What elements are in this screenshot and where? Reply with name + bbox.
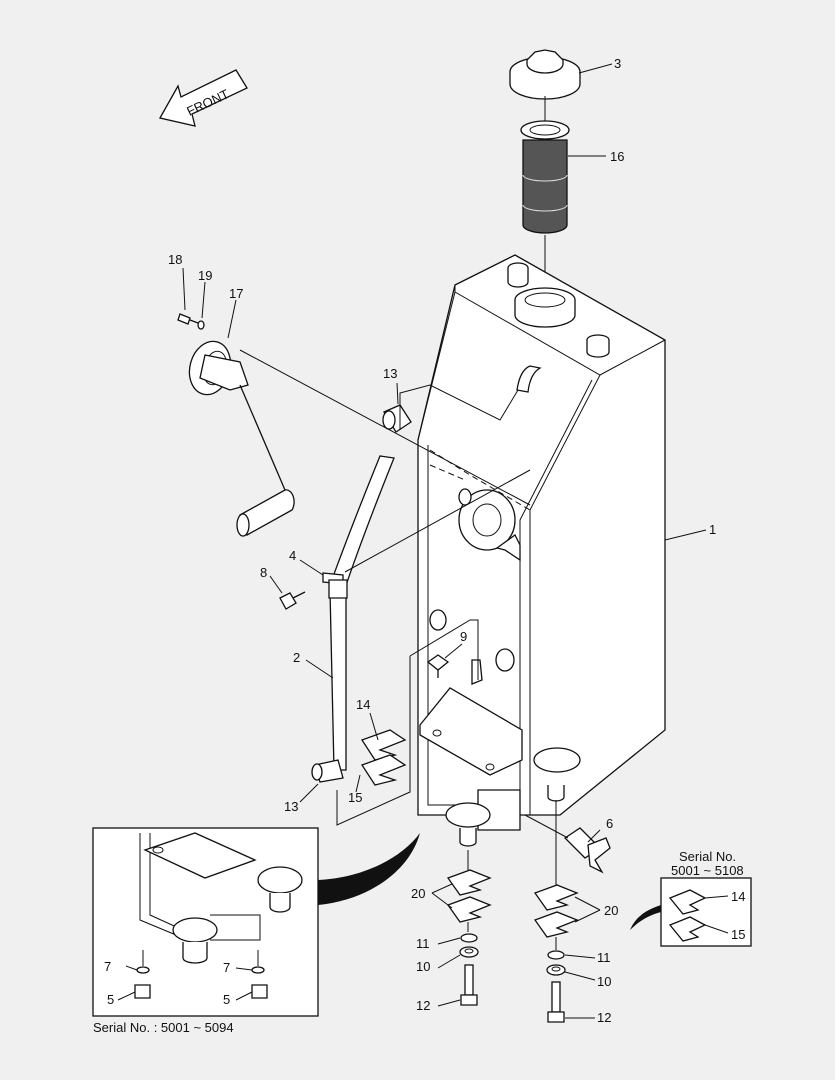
inset-left-caption: Serial No. : 5001 ~ 5094	[93, 1020, 234, 1035]
callout-20-left: 20	[411, 886, 425, 901]
fuel-level-sender	[188, 340, 295, 537]
inset-callout-14: 14	[731, 889, 745, 904]
inset-left-box	[92, 827, 420, 1017]
callout-5-left: 5	[107, 992, 114, 1007]
bolt-12-right	[547, 981, 565, 1023]
callout-3: 3	[614, 56, 621, 71]
callout-5-right: 5	[223, 992, 230, 1007]
callout-20-right: 20	[604, 903, 618, 918]
pipe-2	[328, 579, 348, 771]
callout-7-left: 7	[104, 959, 111, 974]
inset-right-title: Serial No.	[679, 849, 736, 864]
callout-11-left: 11	[416, 936, 430, 951]
inset-right-box	[630, 877, 752, 947]
washer-19	[197, 320, 205, 330]
callout-12-left: 12	[416, 998, 430, 1013]
callout-13-lower: 13	[284, 799, 298, 814]
inset-callout-15: 15	[731, 927, 745, 942]
callout-1: 1	[709, 522, 716, 537]
shim-20-left	[446, 869, 492, 923]
callout-8: 8	[260, 565, 267, 580]
callout-14: 14	[356, 697, 370, 712]
callout-13-upper: 13	[383, 366, 397, 381]
washer-11-right	[547, 950, 565, 960]
callout-16: 16	[610, 149, 624, 164]
filler-cap	[509, 49, 581, 100]
inset-right-range: 5001 ~ 5108	[671, 863, 744, 878]
bolt-12-left	[460, 964, 478, 1006]
drain-bolt-9	[426, 654, 483, 685]
shim-14	[361, 729, 407, 761]
callout-12-right: 12	[597, 1010, 611, 1025]
hose-clamp-13-upper	[382, 404, 412, 433]
drain-valve-6	[563, 827, 611, 874]
callout-7-right: 7	[223, 960, 230, 975]
nut-10-left	[459, 946, 479, 958]
callout-4: 4	[289, 548, 296, 563]
bolt-8	[279, 591, 306, 610]
fuel-strainer	[520, 120, 570, 234]
screw-18	[177, 313, 199, 325]
callout-19: 19	[198, 268, 212, 283]
callout-10-right: 10	[597, 974, 611, 989]
callout-18: 18	[168, 252, 182, 267]
hose-4	[329, 455, 395, 589]
callout-6: 6	[606, 816, 613, 831]
callout-2: 2	[293, 650, 300, 665]
shim-15	[361, 754, 407, 786]
shim-20-right	[533, 884, 579, 938]
nut-10-right	[546, 964, 566, 976]
callout-11-right: 11	[597, 950, 611, 965]
callout-10-left: 10	[416, 959, 430, 974]
callout-17: 17	[229, 286, 243, 301]
callout-15: 15	[348, 790, 362, 805]
callout-9: 9	[460, 629, 467, 644]
hose-clamp-13-lower	[311, 759, 344, 783]
front-direction-arrow: FRONT	[159, 69, 248, 127]
hydraulic-fuel-tank	[417, 254, 666, 847]
washer-11-left	[460, 933, 478, 943]
